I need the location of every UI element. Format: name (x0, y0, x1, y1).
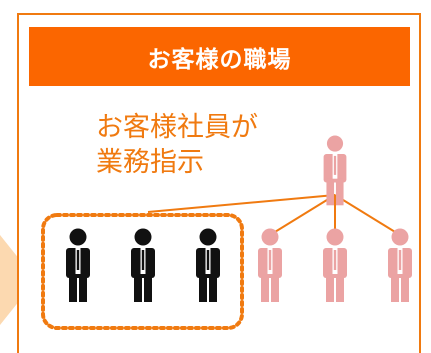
person-figure-5 (323, 228, 347, 302)
person-figure-2 (131, 228, 155, 302)
connector-line-4 (269, 194, 336, 236)
person-figure-4 (258, 228, 282, 302)
header-background (29, 27, 410, 86)
org-diagram (29, 27, 412, 330)
person-figure-6 (388, 228, 412, 302)
staff-group-dotted-outline (41, 213, 244, 330)
person-figure-1 (66, 228, 90, 302)
manager-figure (323, 135, 347, 206)
panel-title: お客様の職場 (147, 46, 292, 73)
connector-line-6 (334, 194, 401, 236)
connector-line-1 (147, 194, 336, 213)
instruction-caption: お客様社員が 業務指示 (96, 112, 258, 178)
person-figure-3 (196, 228, 220, 302)
